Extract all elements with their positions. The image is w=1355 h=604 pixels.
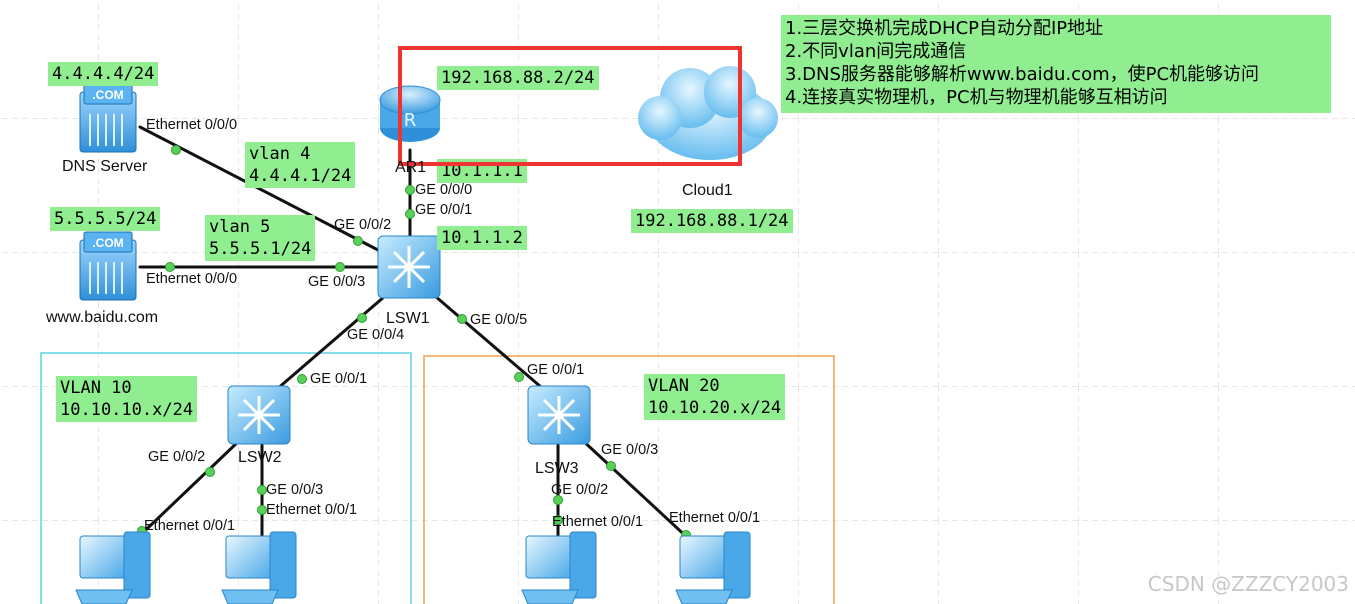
dns-ip-tag: 4.4.4.4/24	[48, 62, 159, 86]
watermark: CSDN @ZZZCY2003	[1147, 572, 1349, 596]
port-label-lsw2-ge002: GE 0/0/2	[148, 449, 206, 465]
link-lsw1-lsw3	[426, 288, 550, 395]
port-label-pc2-eth: Ethernet 0/0/1	[266, 502, 358, 518]
svg-text:R: R	[404, 110, 417, 131]
port-label-lsw3-ge002: GE 0/0/2	[551, 482, 609, 498]
link-lsw2-pc1	[128, 438, 242, 547]
lsw1-icon[interactable]	[377, 235, 441, 299]
www-server-label: www.baidu.com	[46, 309, 159, 326]
www-server-icon[interactable]: .COM	[79, 231, 137, 301]
note-4: 4.连接真实物理机，PC机与物理机能够互相访问	[785, 87, 1168, 108]
port-label-lsw1-ge004: GE 0/0/4	[347, 327, 405, 343]
port-label-lsw2-ge001: GE 0/0/1	[310, 371, 368, 387]
port-label-pc4-eth: Ethernet 0/0/1	[669, 510, 761, 526]
port-dots	[137, 145, 691, 540]
pc1-icon[interactable]	[75, 531, 151, 604]
vlan20-area	[423, 355, 835, 604]
port-label-lsw1-ge001: GE 0/0/1	[415, 202, 473, 218]
pc4-icon[interactable]	[675, 531, 751, 604]
vlan10-tag: VLAN 10 10.10.10.x/24	[56, 376, 198, 422]
link-lsw3-pc4	[578, 436, 692, 542]
port-label-lsw2-ge003: GE 0/0/3	[266, 482, 324, 498]
note-1: 1.三层交换机完成DHCP自动分配IP地址	[785, 18, 1104, 39]
port-label-lsw1-ge003: GE 0/0/3	[308, 274, 366, 290]
lsw2-label: LSW2	[238, 449, 282, 466]
port-label-www-eth: Ethernet 0/0/0	[146, 271, 238, 287]
port-label-ar-ge000: GE 0/0/0	[415, 182, 473, 198]
lsw3-icon[interactable]	[527, 385, 591, 445]
note-3: 3.DNS服务器能够解析www.baidu.com，使PC机能够访问	[785, 64, 1260, 85]
server-logo-text: .COM	[92, 236, 123, 250]
port-label-lsw3-ge001: GE 0/0/1	[527, 362, 585, 378]
vlan10-area	[40, 352, 412, 604]
vlan4-tag: vlan 4 4.4.4.1/24	[245, 142, 356, 188]
port-label-lsw1-ge005: GE 0/0/5	[470, 312, 528, 328]
server-logo-text: .COM	[92, 88, 123, 102]
router-icon[interactable]: R	[379, 85, 441, 142]
pc2-icon[interactable]	[221, 531, 297, 604]
lsw2-icon[interactable]	[227, 385, 291, 445]
task-notes: 1.三层交换机完成DHCP自动分配IP地址 2.不同vlan间完成通信 3.DN…	[781, 15, 1331, 113]
dns-server-icon[interactable]: .COM	[79, 83, 137, 153]
port-label-dns-eth: Ethernet 0/0/0	[146, 117, 238, 133]
cloud-ip-tag: 192.168.88.1/24	[631, 209, 793, 233]
link-lsw1-lsw2	[260, 288, 394, 404]
port-label-pc1-eth: Ethernet 0/0/1	[144, 518, 236, 534]
port-label-pc3-eth: Ethernet 0/0/1	[552, 514, 644, 530]
lsw3-label: LSW3	[535, 460, 579, 477]
note-2: 2.不同vlan间完成通信	[785, 41, 967, 62]
port-label-lsw1-ge002: GE 0/0/2	[334, 217, 392, 233]
vlan20-tag: VLAN 20 10.10.20.x/24	[644, 374, 786, 420]
dns-server-label: DNS Server	[62, 158, 148, 175]
router-label: AR1	[395, 159, 427, 176]
lsw1-label: LSW1	[386, 310, 430, 327]
pc3-icon[interactable]	[521, 531, 597, 604]
port-label-lsw3-ge003: GE 0/0/3	[601, 442, 659, 458]
router-wan-ip-tag: 192.168.88.2/24	[437, 66, 599, 90]
highlight-box	[398, 46, 742, 166]
www-ip-tag: 5.5.5.5/24	[50, 207, 161, 231]
cloud-label: Cloud1	[682, 182, 733, 199]
vlan5-tag: vlan 5 5.5.5.1/24	[205, 215, 316, 261]
lsw1-ip-tag: 10.1.1.2	[437, 226, 527, 250]
